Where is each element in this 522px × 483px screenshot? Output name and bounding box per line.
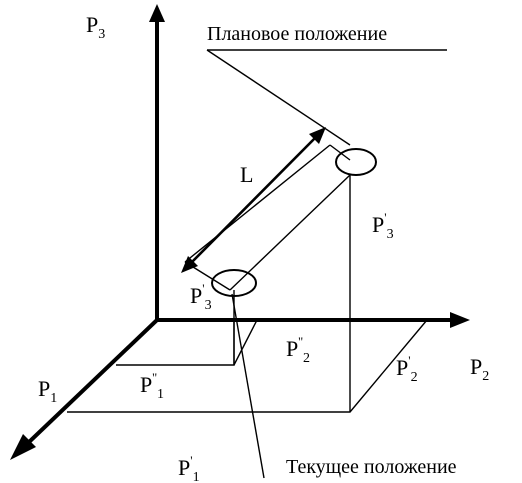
rod-lower-edge (229, 174, 351, 291)
rod-top-end (329, 144, 351, 161)
current-position-caption: Текущее положение (286, 456, 457, 478)
rod-upper-edge (184, 144, 331, 263)
p3-prime-label: P'3 (372, 210, 394, 242)
p2-prime-label: P'2 (396, 353, 418, 385)
current-projection-box (116, 319, 258, 366)
p3-axis-arrowhead (149, 4, 165, 22)
current-position-ring (211, 269, 257, 297)
distance-arrowhead-top (309, 127, 326, 144)
p1-double-prime-label: P''1 (140, 370, 164, 402)
planned-leader-line (206, 49, 351, 146)
p3-axis-label: P3 (86, 12, 105, 42)
distance-arrow (187, 132, 321, 267)
distance-label: L (240, 162, 253, 187)
p3-current-label: P'3 (190, 281, 212, 313)
p2-axis-label: P2 (470, 354, 489, 384)
planned-position-ring (335, 148, 377, 176)
distance-arrowhead-bottom (181, 256, 198, 273)
projection-parallelogram (67, 319, 428, 413)
p1-prime-label: P'1 (178, 453, 200, 483)
p1-axis (26, 318, 159, 445)
p1-axis-arrowhead (10, 434, 36, 460)
p2-double-prime-label: P''2 (286, 334, 310, 366)
p2-axis-arrowhead (450, 312, 470, 328)
planned-position-caption: Плановое положение (207, 23, 387, 45)
p1-axis-label: P1 (38, 376, 57, 406)
current-leader-line (231, 293, 265, 479)
